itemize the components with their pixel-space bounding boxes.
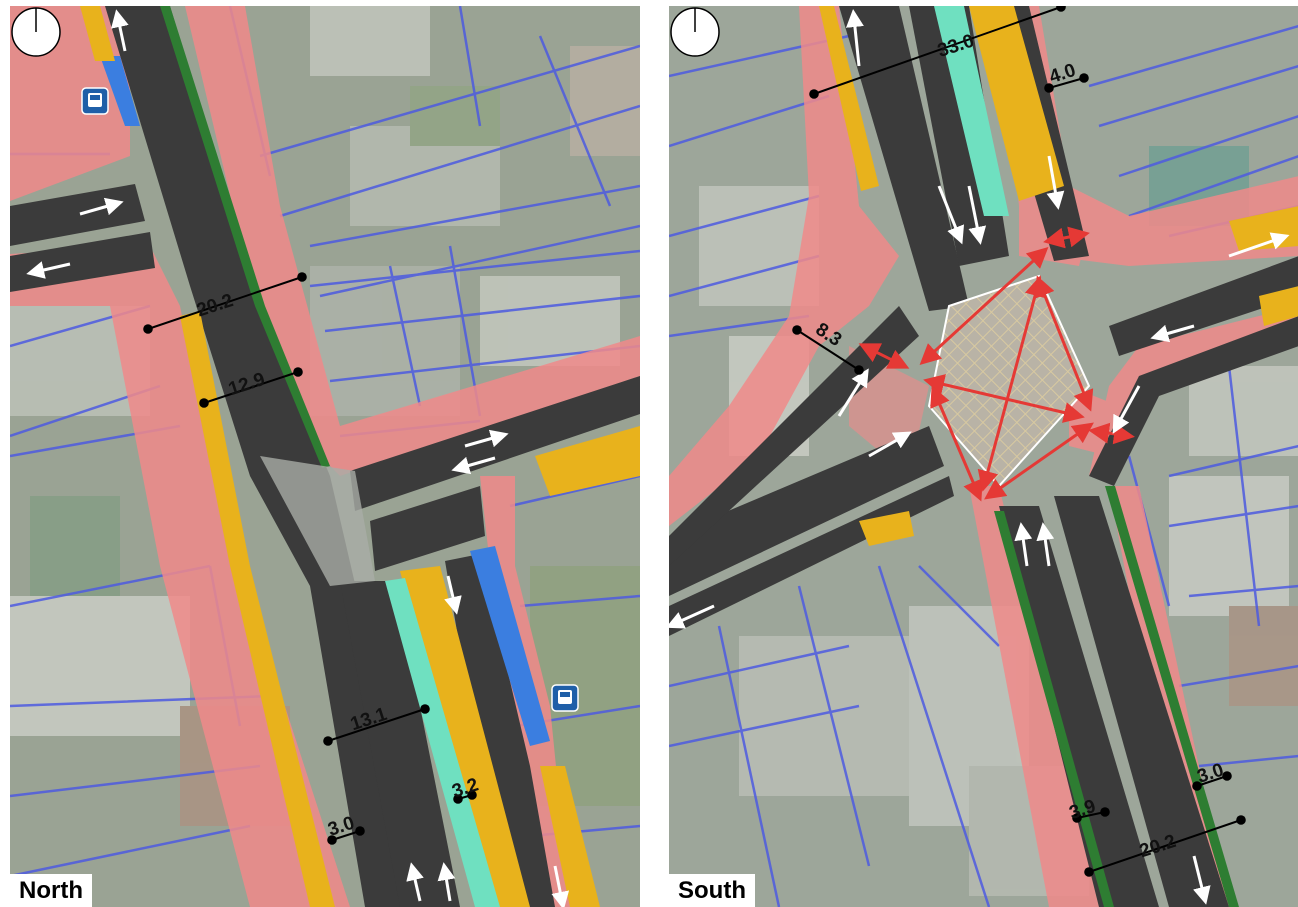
compass-icon (11, 7, 61, 57)
cycle-lane-east (1105, 486, 1239, 907)
carriageway (10, 6, 640, 907)
cycle-lane (160, 6, 330, 468)
panel-caption-north: North (10, 874, 92, 907)
bus-lane-south (470, 546, 550, 746)
compass-icon (670, 7, 720, 57)
bus-stop-icon (81, 87, 109, 115)
intersection-area (260, 456, 375, 586)
dimension-lines (792, 6, 1246, 877)
median-strip (385, 578, 500, 907)
pedestrian-crossings (858, 226, 1135, 502)
north-map-canvas: 20.2 12.9 13.1 3.2 3.0 (10, 6, 640, 907)
panel-caption-south: South (669, 874, 755, 907)
building-roofs (10, 6, 640, 826)
property-boundary-lines (669, 24, 1298, 907)
bus-stop-icon (551, 684, 579, 712)
lane-arrows (26, 9, 570, 907)
south-map-panel[interactable]: 33.0 4.0 8.3 3.9 3.0 20.2 South (669, 6, 1298, 907)
north-map-panel[interactable]: 20.2 12.9 13.1 3.2 3.0 North (10, 6, 640, 907)
bus-lane-north (100, 56, 140, 126)
dimension-lines (143, 272, 477, 845)
south-map-canvas: 33.0 4.0 8.3 3.9 3.0 20.2 (669, 6, 1298, 907)
parking-bays (80, 6, 640, 907)
